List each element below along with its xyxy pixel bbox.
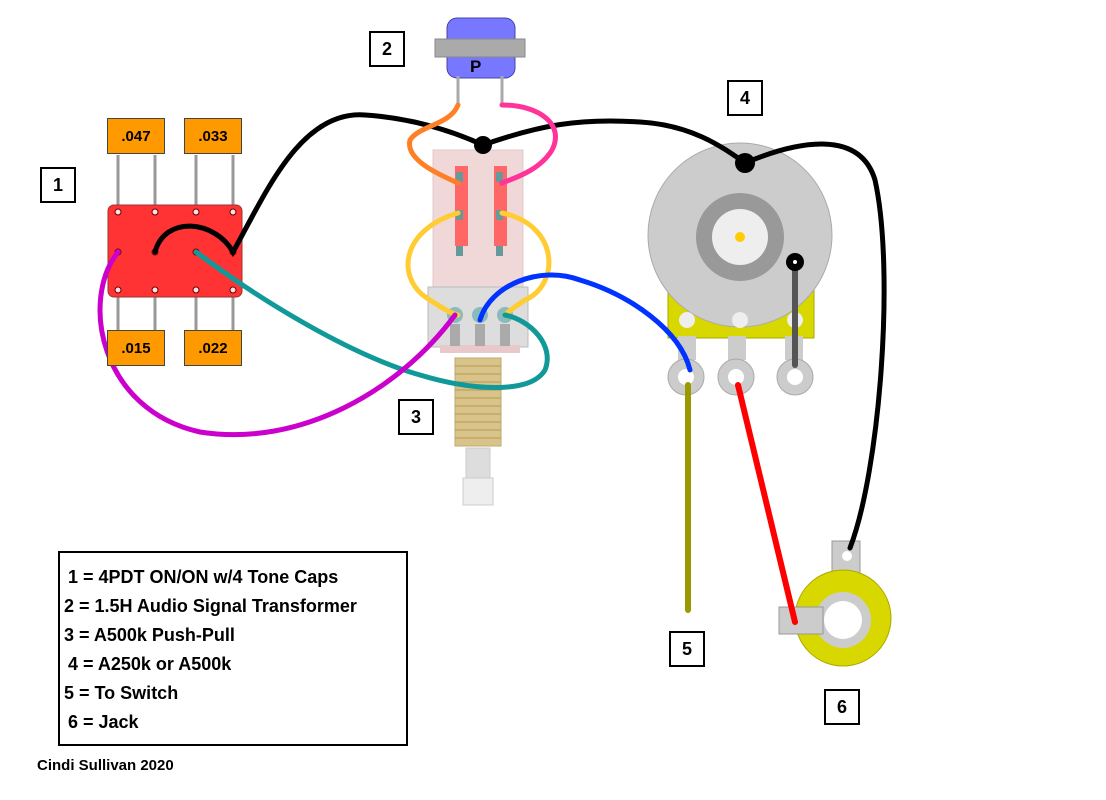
author-credit: Cindi Sullivan 2020 [37, 757, 174, 774]
legend-item-4: 4 = A250k or A500k [68, 654, 232, 674]
output-jack [778, 540, 892, 667]
wire-teal [193, 249, 550, 390]
4pdt-switch-body [107, 204, 243, 298]
label-box-1: 1 [40, 167, 76, 203]
capacitor-022: .022 [184, 330, 242, 366]
wire-blue [477, 272, 693, 373]
solder-junctions [474, 136, 804, 271]
audio-transformer [434, 17, 526, 105]
capacitor-047: .047 [107, 118, 165, 154]
wire-pink-transformer [499, 102, 558, 186]
legend-item-1: 1 = 4PDT ON/ON w/4 Tone Caps [68, 567, 339, 587]
wire-yellow-left [405, 210, 461, 318]
wire-black-pot-to-jack [742, 141, 887, 551]
capacitor-033: .033 [184, 118, 242, 154]
wires [97, 102, 887, 625]
label-box-2: 2 [369, 31, 405, 67]
wire-red-to-jack [735, 382, 798, 625]
legend-box: 1 = 4PDT ON/ON w/4 Tone Caps 2 = 1.5H Au… [58, 551, 408, 746]
wire-black-switch-to-junction [152, 112, 486, 258]
volume-pot [647, 142, 833, 396]
legend-item-6: 6 = Jack [68, 712, 139, 732]
push-pull-pot [427, 149, 529, 506]
capacitor-015: .015 [107, 330, 165, 366]
wire-yellow-right [499, 210, 552, 318]
label-box-6: 6 [824, 689, 860, 725]
label-box-4: 4 [727, 80, 763, 116]
legend-item-5: 5 = To Switch [64, 683, 179, 703]
legend-item-3: 3 = A500k Push-Pull [64, 625, 235, 645]
wire-black-junction-to-pot [480, 118, 748, 166]
wire-magenta [97, 249, 458, 438]
label-box-3: 3 [398, 399, 434, 435]
label-box-5: 5 [669, 631, 705, 667]
wire-orange-transformer [407, 102, 461, 186]
transformer-primary-label: P [470, 57, 482, 76]
legend-item-2: 2 = 1.5H Audio Signal Transformer [64, 596, 357, 616]
